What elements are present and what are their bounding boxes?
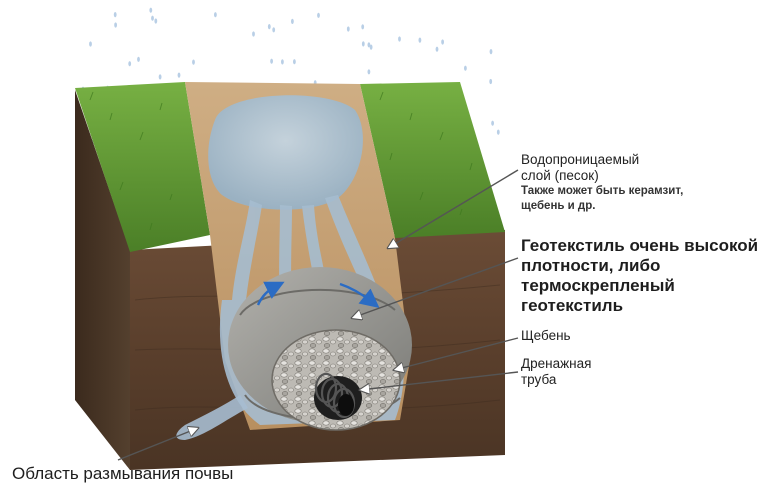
label-drain-pipe-line2: труба bbox=[521, 372, 557, 387]
rain-drop bbox=[496, 129, 500, 135]
label-drain-pipe: Дренажная труба bbox=[521, 356, 591, 388]
label-geotextile-line1: Геотекстиль очень высокой bbox=[521, 236, 759, 255]
rain-drop bbox=[158, 74, 162, 80]
rain-drop bbox=[441, 39, 444, 45]
rain-drop bbox=[464, 65, 467, 71]
rain-drop bbox=[291, 18, 294, 24]
rain-drop bbox=[89, 41, 92, 47]
label-geotextile-line2: плотности, либо bbox=[521, 256, 661, 275]
rain-drop bbox=[272, 27, 276, 33]
rain-drop bbox=[114, 22, 117, 28]
water-flow-arrows bbox=[256, 281, 380, 308]
rain-drop bbox=[267, 24, 271, 30]
rain-drop bbox=[154, 18, 158, 24]
leader-lines bbox=[117, 169, 519, 461]
leader-erosion bbox=[117, 428, 198, 461]
label-drain-pipe-line1: Дренажная bbox=[521, 356, 592, 371]
leader-permeable-layer bbox=[388, 169, 519, 248]
rain-drop bbox=[317, 12, 320, 18]
rain-drop bbox=[270, 58, 273, 64]
rain-drop bbox=[361, 24, 365, 30]
leader-gravel bbox=[394, 337, 519, 370]
rain-drop bbox=[113, 12, 117, 18]
label-permeable-layer-line2: слой (песок) bbox=[521, 168, 599, 183]
rain-drop bbox=[435, 46, 439, 52]
rain-drop bbox=[489, 49, 493, 55]
label-geotextile: Геотекстиль очень высокой плотности, либ… bbox=[521, 236, 766, 316]
rain-drop bbox=[177, 72, 181, 78]
rain-drop bbox=[128, 61, 132, 67]
label-geotextile-line4: геотекстиль bbox=[521, 296, 624, 315]
rain-drop bbox=[367, 69, 371, 75]
label-permeable-layer: Водопроницаемый слой (песок) Также может… bbox=[521, 152, 761, 214]
drain-pipe bbox=[314, 372, 362, 420]
rain-drop bbox=[398, 36, 401, 42]
rain-drop bbox=[149, 7, 153, 13]
rain-drop bbox=[252, 31, 255, 37]
label-erosion-area: Область размывания почвы bbox=[12, 464, 234, 483]
rain-drop bbox=[151, 15, 154, 21]
rain-drop bbox=[367, 42, 371, 48]
rain-drop bbox=[489, 78, 493, 85]
soil-side-face bbox=[75, 90, 130, 470]
label-geotextile-line3: термоскрепленый bbox=[521, 276, 675, 295]
rain-drop bbox=[346, 26, 350, 32]
rain-drop bbox=[491, 120, 494, 126]
water-pool bbox=[208, 95, 363, 210]
label-permeable-layer-note1: Также может быть керамзит, bbox=[521, 185, 684, 197]
rain-drop bbox=[369, 44, 373, 50]
leader-geotextile bbox=[352, 257, 519, 318]
label-permeable-layer-note2: щебень и др. bbox=[521, 200, 596, 212]
grass-top-left bbox=[75, 82, 210, 252]
label-permeable-layer-line1: Водопроницаемый bbox=[521, 152, 640, 167]
leader-drain-pipe bbox=[360, 371, 519, 390]
rain-drop bbox=[361, 41, 365, 47]
rain-drop bbox=[293, 59, 296, 65]
rain-drop bbox=[281, 59, 284, 65]
rain-drop bbox=[192, 59, 195, 65]
rain-drop bbox=[418, 37, 422, 43]
rain-drop bbox=[137, 56, 140, 62]
grass-blades bbox=[89, 91, 473, 231]
rain-drop bbox=[214, 12, 217, 18]
label-gravel: Щебень bbox=[521, 328, 571, 343]
